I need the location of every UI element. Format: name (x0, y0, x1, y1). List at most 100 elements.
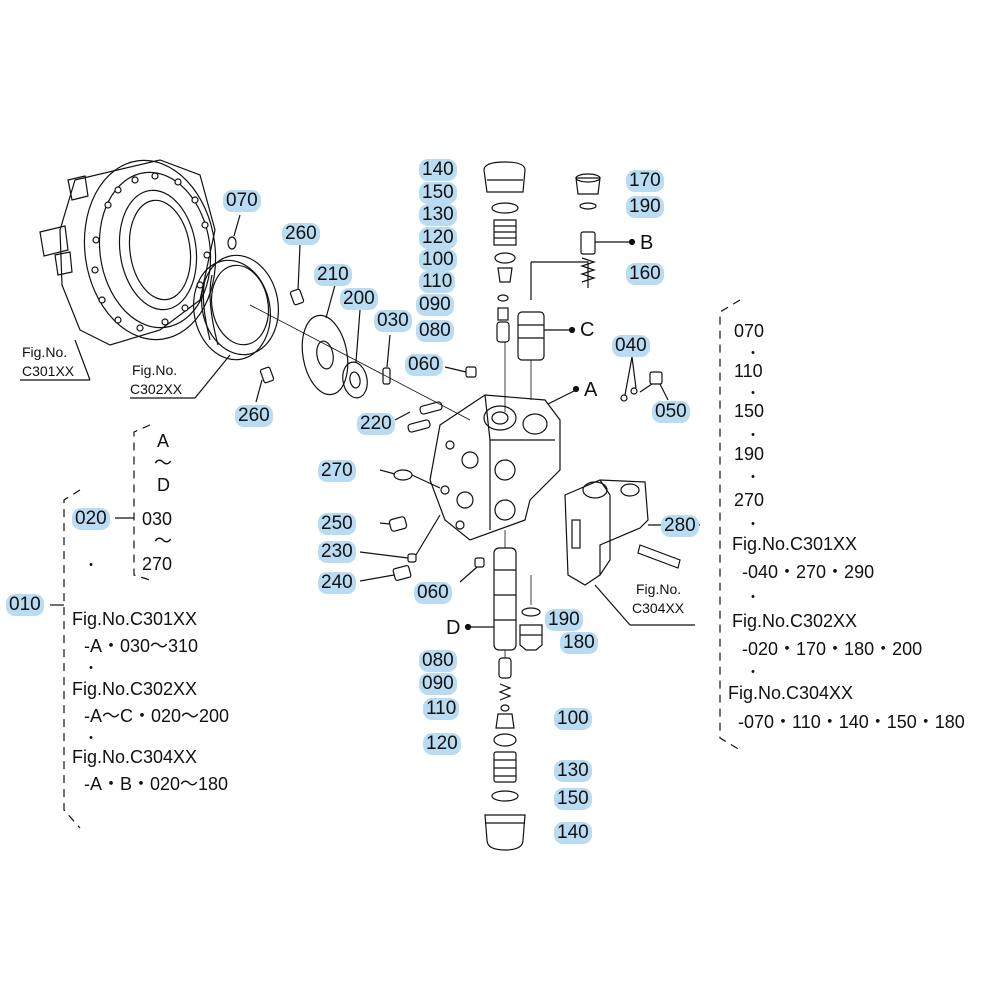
list-280-item-0: 070 (734, 321, 765, 341)
callout-020[interactable]: 020 (72, 508, 110, 530)
list-010-item-3: Fig.No.C302XX (72, 679, 198, 699)
callout-260-upper[interactable]: 260 (282, 223, 320, 245)
motor-housing (39, 159, 217, 346)
plug-180 (519, 624, 543, 651)
callout-010[interactable]: 010 (6, 594, 44, 616)
list-010-item-2: ・ (84, 660, 98, 676)
callout-220[interactable]: 220 (357, 413, 395, 435)
callout-050[interactable]: 050 (652, 401, 690, 423)
brake-ring (192, 254, 280, 361)
bracket-020-mid: D (157, 475, 170, 495)
washer-040-a (620, 394, 628, 402)
callout-200[interactable]: 200 (340, 288, 378, 310)
pin-030 (382, 367, 391, 385)
callout-090-lower[interactable]: 090 (419, 673, 457, 695)
bracket-010 (63, 489, 81, 829)
list-280-item-15: ・ (746, 664, 760, 680)
plug-060-lower (474, 557, 485, 568)
swash-plate-210 (301, 314, 349, 396)
o-ring-270 (393, 469, 413, 481)
callout-150-upper[interactable]: 150 (419, 182, 457, 204)
callout-240[interactable]: 240 (318, 572, 356, 594)
callout-120-lower[interactable]: 120 (423, 733, 461, 755)
callout-060-lower[interactable]: 060 (414, 582, 452, 604)
callout-150-lower[interactable]: 150 (554, 788, 592, 810)
fig-label-c304-line2: C304XX (632, 600, 685, 616)
list-280-item-8: 270 (734, 490, 765, 510)
fig-label-c301-line2: C301XX (22, 363, 75, 379)
list-010-item-6: Fig.No.C304XX (72, 747, 198, 767)
list-280-item-6: 190 (734, 444, 765, 464)
callout-040[interactable]: 040 (612, 335, 650, 357)
list-280-item-14: -020・170・180・200 (742, 639, 923, 659)
callout-110-upper[interactable]: 110 (419, 271, 456, 293)
bracket-020-wave2: ～ (154, 531, 172, 551)
callout-160[interactable]: 160 (626, 263, 664, 285)
callout-140-lower[interactable]: 140 (554, 822, 592, 844)
callout-190-upper[interactable]: 190 (626, 196, 664, 218)
pin-260-upper (289, 288, 305, 306)
list-280-item-12: ・ (746, 589, 760, 605)
point-label-c: C (580, 319, 595, 341)
leader-c301 (74, 339, 91, 381)
bearing-200 (342, 361, 368, 399)
list-010-item-5: ・ (84, 730, 98, 746)
fig-label-c302-line1: Fig.No. (132, 362, 178, 378)
pin-220-b (407, 419, 431, 433)
side-block (564, 479, 649, 586)
washer-040-b (630, 387, 638, 395)
callout-230[interactable]: 230 (318, 541, 356, 563)
callout-130-lower[interactable]: 130 (554, 760, 592, 782)
callout-130-upper[interactable]: 130 (419, 204, 457, 226)
bracket-020-value: 030 (142, 509, 173, 529)
callout-140-upper[interactable]: 140 (419, 159, 457, 181)
callout-210[interactable]: 210 (314, 264, 352, 286)
spool-c (517, 311, 545, 361)
callout-090-upper[interactable]: 090 (416, 294, 454, 316)
pin-260-lower (259, 366, 275, 384)
plug-170 (575, 173, 601, 195)
point-label-a: A (584, 379, 598, 401)
callout-100-lower[interactable]: 100 (554, 708, 592, 730)
list-280-item-7: ・ (746, 469, 760, 485)
bolt-side (637, 544, 681, 569)
callout-080-lower[interactable]: 080 (419, 650, 457, 672)
spool-d (493, 547, 517, 651)
list-280-item-3: ・ (746, 385, 760, 401)
spring-160 (580, 257, 596, 283)
bracket-020-bottom: 270 (142, 554, 173, 574)
o-ring-070 (227, 236, 237, 250)
callout-170[interactable]: 170 (626, 170, 664, 192)
callout-270[interactable]: 270 (318, 460, 356, 482)
pin-220-a (419, 401, 443, 415)
point-label-d: D (446, 617, 461, 639)
fig-label-c304-line1: Fig.No. (636, 581, 682, 597)
callout-080-upper[interactable]: 080 (416, 320, 454, 342)
callout-180[interactable]: 180 (560, 632, 598, 654)
list-280-item-9: ・ (746, 516, 760, 532)
bolt-050 (639, 371, 663, 393)
bracket-020-dot: ・ (84, 557, 98, 573)
plug-240 (392, 564, 412, 582)
list-010-item-0: Fig.No.C301XX (72, 609, 198, 629)
callout-260-lower[interactable]: 260 (235, 405, 273, 427)
callout-060-upper[interactable]: 060 (405, 354, 443, 376)
list-280-item-2: 110 (734, 361, 763, 381)
callout-110-lower[interactable]: 110 (423, 698, 460, 720)
callout-030[interactable]: 030 (374, 310, 412, 332)
plug-060-upper (465, 366, 477, 378)
bracket-020 (133, 424, 151, 581)
point-label-b: B (640, 232, 654, 254)
callout-250[interactable]: 250 (318, 513, 356, 535)
callout-070[interactable]: 070 (223, 190, 261, 212)
callout-100-upper[interactable]: 100 (419, 249, 457, 271)
callout-190-lower[interactable]: 190 (545, 609, 583, 631)
list-280-item-17: -070・110・140・150・180 (738, 712, 965, 732)
list-280-item-11: -040・270・290 (742, 562, 875, 582)
callout-280[interactable]: 280 (661, 515, 699, 537)
list-280-item-10: Fig.No.C301XX (732, 534, 858, 554)
leader-c302 (194, 354, 231, 399)
list-010-item-4: -A～C・020～200 (84, 706, 230, 726)
callout-120-upper[interactable]: 120 (419, 227, 457, 249)
relief-valve-lower (484, 657, 526, 851)
